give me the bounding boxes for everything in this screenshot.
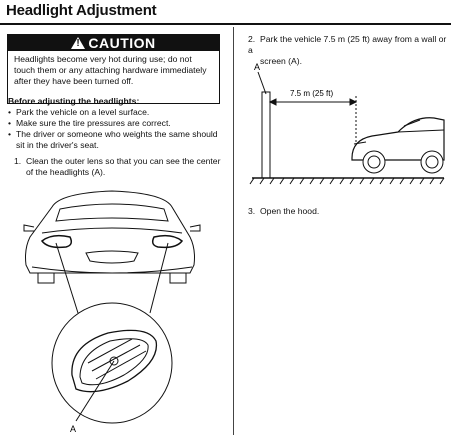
title-rule: [0, 23, 451, 25]
column-divider: [233, 27, 234, 435]
step-3: 3. Open the hood.: [248, 206, 448, 217]
caution-header: CAUTION: [8, 35, 219, 51]
step-text-line1: Clean the outer lens so that you can see…: [26, 156, 221, 166]
distance-label: 7.5 m (25 ft): [290, 89, 333, 98]
caution-box: CAUTION Headlights become very hot durin…: [7, 34, 220, 104]
step-text-line1: Park the vehicle 7.5 m (25 ft) away from…: [248, 34, 447, 55]
caution-heading: CAUTION: [88, 35, 156, 51]
bullet-item: Make sure the tire pressures are correct…: [8, 118, 223, 129]
step-number: 3.: [248, 206, 256, 216]
step-number: 1.: [14, 156, 22, 166]
step-text-line1: Open the hood.: [260, 206, 320, 216]
page-title: Headlight Adjustment: [6, 2, 157, 19]
caution-text: Headlights become very hot during use; d…: [14, 54, 207, 86]
before-heading: Before adjusting the headlights:: [8, 96, 140, 106]
step-number: 2.: [248, 34, 256, 44]
parking-distance-illustration: A 7.5 m (25 ft): [249, 62, 445, 185]
car-front-illustration: A: [23, 190, 201, 434]
bullet-item: The driver or someone who weights the sa…: [8, 129, 223, 151]
step-text-line2: of the headlights (A).: [26, 167, 106, 177]
step-2: 2.Park the vehicle 7.5 m (25 ft) away fr…: [248, 34, 448, 67]
bullet-item: Park the vehicle on a level surface.: [8, 107, 223, 118]
step-1: 1. Clean the outer lens so that you can s…: [14, 156, 229, 178]
step-text-line2: screen (A).: [260, 56, 303, 66]
before-bullet-list: Park the vehicle on a level surface. Mak…: [8, 107, 223, 151]
headlight-label: A: [70, 424, 76, 434]
warning-triangle-icon: [71, 37, 86, 49]
screen-label: A: [254, 62, 260, 72]
